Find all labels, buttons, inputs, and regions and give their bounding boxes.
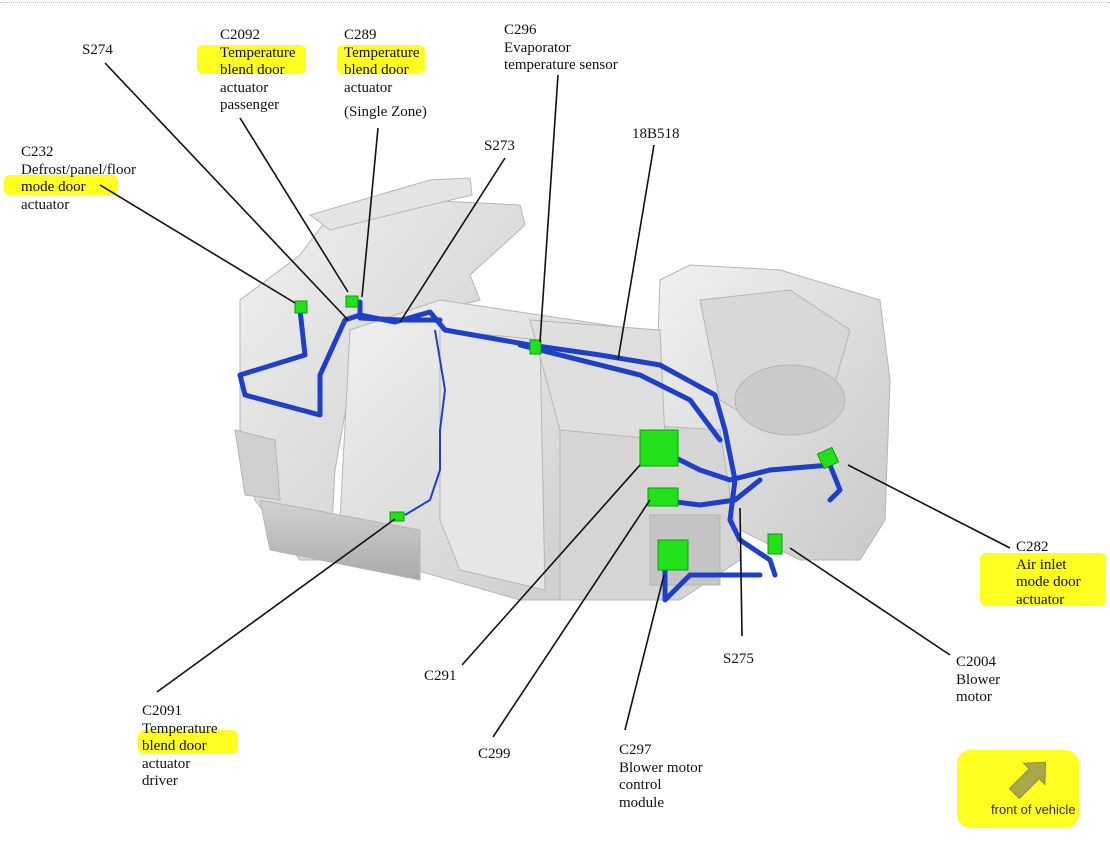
label-s275: S275: [723, 651, 754, 667]
top-divider: [0, 2, 1110, 3]
highlight-c289: [337, 45, 425, 74]
hvac-housing: [234, 177, 891, 601]
label-s274: S274: [82, 42, 113, 58]
highlight-c2091: [138, 730, 238, 754]
highlight-c2092: [197, 45, 306, 74]
wire-harness: [237, 299, 843, 603]
leader-lines: [99, 62, 1011, 738]
connector-c282: [816, 446, 840, 470]
connector-c291: [639, 429, 679, 467]
connector-c2091: [389, 511, 405, 522]
connector-c2004: [767, 533, 783, 555]
connector-c297: [657, 539, 689, 571]
arrow-up-right-icon: [1008, 761, 1047, 800]
connectors: [294, 295, 840, 571]
connector-c296: [529, 339, 542, 355]
thin-wire: [404, 329, 447, 516]
highlight-c232: [4, 175, 118, 195]
connector-c299: [647, 487, 679, 507]
highlight-c282: [980, 553, 1106, 606]
connector-c2092: [345, 295, 359, 308]
label-18b518: 18B518: [632, 126, 680, 142]
label-c299: C299: [478, 746, 511, 762]
front-of-vehicle-label: front of vehicle: [991, 802, 1076, 817]
connector-c232: [294, 300, 308, 314]
label-s273: S273: [484, 138, 515, 154]
label-c291: C291: [424, 668, 457, 684]
